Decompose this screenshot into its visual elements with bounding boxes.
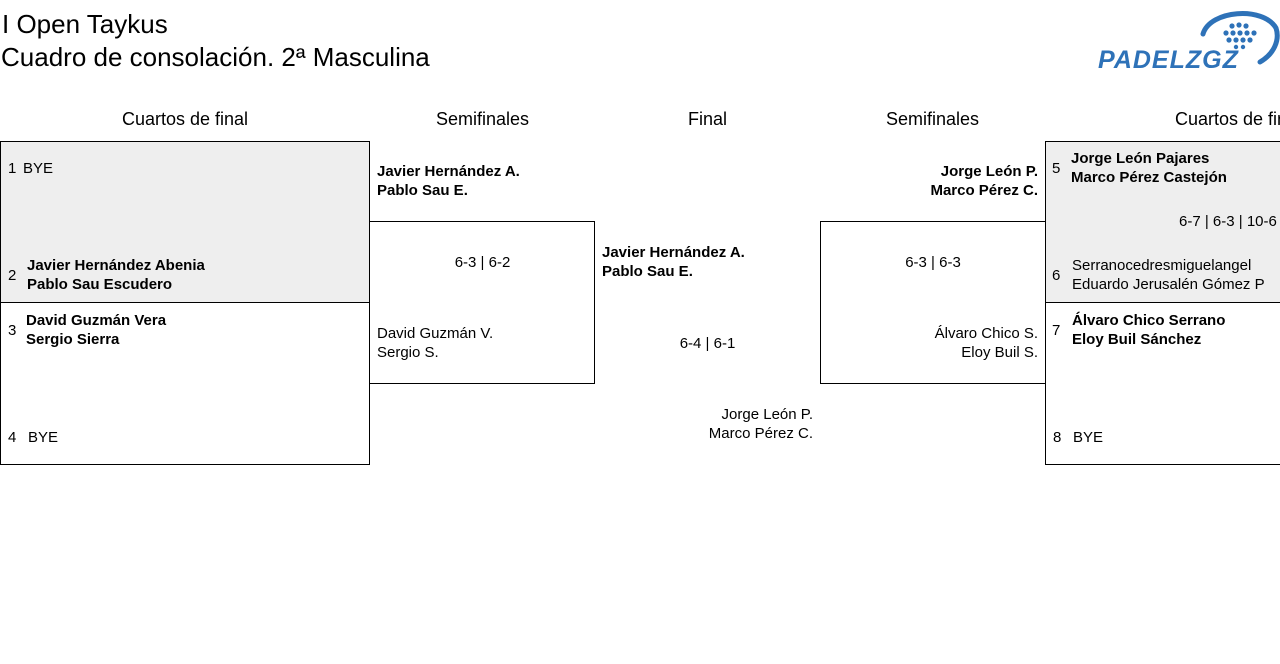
player-name: Jorge León P. <box>721 406 813 423</box>
seed-number: 6 <box>1052 267 1061 284</box>
match-score: 6-4 | 6-1 <box>679 335 736 352</box>
seed-number: 1 <box>8 160 17 177</box>
left-sf-match <box>369 221 595 384</box>
player-name: Sergio Sierra <box>26 331 120 348</box>
col-title-final: Final <box>687 109 727 129</box>
player-name: BYE <box>1073 429 1104 446</box>
page-subtitle: Cuadro de consolación. 2ª Masculina <box>1 42 430 72</box>
col-title-qf-left: Cuartos de final <box>121 109 249 129</box>
match-score: 6-7 | 6-3 | 10-6 <box>1179 213 1277 230</box>
padelzgz-logo: PADELZGZ <box>1098 8 1280 74</box>
player-name: Marco Pérez Castejón <box>1071 169 1227 186</box>
match-score: 6-3 | 6-2 <box>454 254 511 271</box>
player-name: Marco Pérez C. <box>930 182 1038 199</box>
player-name: Javier Hernández Abenia <box>27 257 205 274</box>
player-name: Eduardo Jerusalén Gómez P <box>1072 276 1265 293</box>
player-name: Pablo Sau Escudero <box>27 276 173 293</box>
left-qf-match-1 <box>0 141 370 303</box>
player-name: Jorge León P. <box>940 163 1038 180</box>
seed-number: 3 <box>8 322 17 339</box>
match-score: 6-3 | 6-3 <box>905 254 961 271</box>
seed-number: 7 <box>1052 322 1061 339</box>
player-name: Pablo Sau E. <box>377 182 468 199</box>
seed-number: 4 <box>8 429 17 446</box>
player-name: David Guzmán Vera <box>26 312 167 329</box>
col-title-sf-right: Semifinales <box>885 109 980 129</box>
player-name: Álvaro Chico Serrano <box>1072 312 1226 329</box>
player-name: David Guzmán V. <box>377 325 494 342</box>
player-name: BYE <box>23 160 54 177</box>
page-title: I Open Taykus <box>2 9 168 39</box>
logo-text: PADELZGZ <box>1098 46 1239 74</box>
player-name: Jorge León Pajares <box>1071 150 1210 167</box>
right-qf-match-1 <box>1045 141 1280 303</box>
player-name: Sergio S. <box>377 344 439 361</box>
player-name: Marco Pérez C. <box>708 425 813 442</box>
player-name: Eloy Buil Sánchez <box>1072 331 1202 348</box>
player-name: Serranocedresmiguelangel <box>1072 257 1252 274</box>
seed-number: 8 <box>1053 429 1062 446</box>
col-title-sf-left: Semifinales <box>435 109 530 129</box>
player-name: Javier Hernández A. <box>377 163 520 180</box>
player-name: Álvaro Chico S. <box>934 325 1038 342</box>
player-name: BYE <box>28 429 59 446</box>
right-qf-match-2 <box>1045 302 1280 465</box>
padel-ball-icon <box>1200 11 1280 65</box>
seed-number: 5 <box>1052 160 1061 177</box>
player-name: Pablo Sau E. <box>602 263 693 280</box>
col-title-qf-right: Cuartos de fin <box>1174 109 1280 129</box>
player-name: Eloy Buil S. <box>961 344 1038 361</box>
player-name: Javier Hernández A. <box>602 244 745 261</box>
seed-number: 2 <box>8 267 17 284</box>
